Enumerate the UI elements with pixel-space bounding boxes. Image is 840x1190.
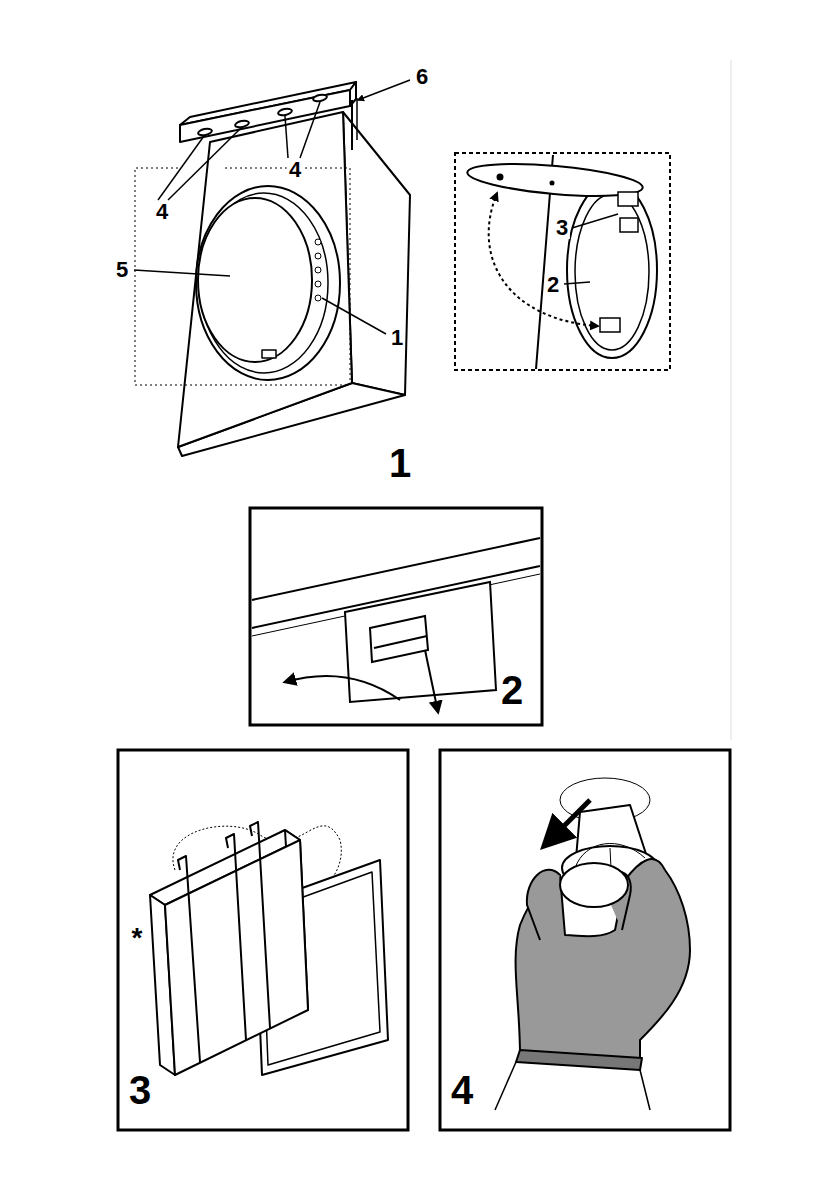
control-buttons <box>315 239 321 301</box>
motion-arrow <box>545 800 590 845</box>
lamp-ring <box>567 182 657 358</box>
inset-drawing <box>466 155 657 369</box>
round-panel <box>198 198 312 362</box>
duct-edge <box>351 100 353 150</box>
handle-slot <box>374 636 427 648</box>
wire-handle <box>178 856 200 1062</box>
lamp-front <box>560 863 628 907</box>
callout-number: 4 <box>287 159 303 181</box>
callout-number: 5 <box>114 259 130 281</box>
clip <box>620 218 638 232</box>
inset-frame <box>455 153 670 370</box>
figure-frame <box>250 508 542 725</box>
wire-handle <box>250 822 270 1028</box>
hinge <box>618 192 638 206</box>
fixing-hole <box>278 108 293 117</box>
figure-frame <box>440 750 730 1130</box>
glove <box>495 859 690 1110</box>
wire-handle <box>226 834 246 1040</box>
hood-front <box>178 112 352 447</box>
fixing-hole <box>198 128 213 137</box>
leader-lines <box>564 214 618 284</box>
cover-dot <box>551 182 554 185</box>
top-bar-front <box>180 90 350 142</box>
figure-number: 2 <box>499 670 525 710</box>
callout-number: 6 <box>414 66 430 88</box>
callout-number: 4 <box>154 201 170 223</box>
motion-arrows <box>285 650 438 712</box>
figure-number: 3 <box>127 1070 153 1110</box>
figure-frame <box>118 750 408 1130</box>
fixing-hole <box>235 120 250 129</box>
cover-pin <box>498 175 503 180</box>
hood-drawing <box>178 82 410 456</box>
leader-lines <box>134 80 410 334</box>
ring-outer <box>196 186 340 380</box>
page-rule <box>731 60 732 740</box>
figure-number: 1 <box>387 443 413 483</box>
hood-side <box>343 112 410 395</box>
callout-number: 1 <box>389 327 405 349</box>
filter-drawing <box>252 538 540 702</box>
detail-bracket <box>135 168 350 385</box>
motion-arrow <box>489 193 598 326</box>
callout-number: 2 <box>545 274 561 296</box>
panel-clip <box>262 350 276 358</box>
duct-edge <box>356 98 358 140</box>
footnote-mark: * <box>130 924 145 952</box>
hood-edge <box>252 538 540 600</box>
lamp-opening <box>575 194 649 350</box>
filter-handle <box>370 616 428 662</box>
filter-drawing <box>150 822 388 1075</box>
open-cover <box>466 158 644 201</box>
figure-number: 4 <box>449 1070 475 1110</box>
callout-number: 3 <box>554 217 570 239</box>
fixing-hole <box>313 94 328 103</box>
clip <box>600 318 620 332</box>
